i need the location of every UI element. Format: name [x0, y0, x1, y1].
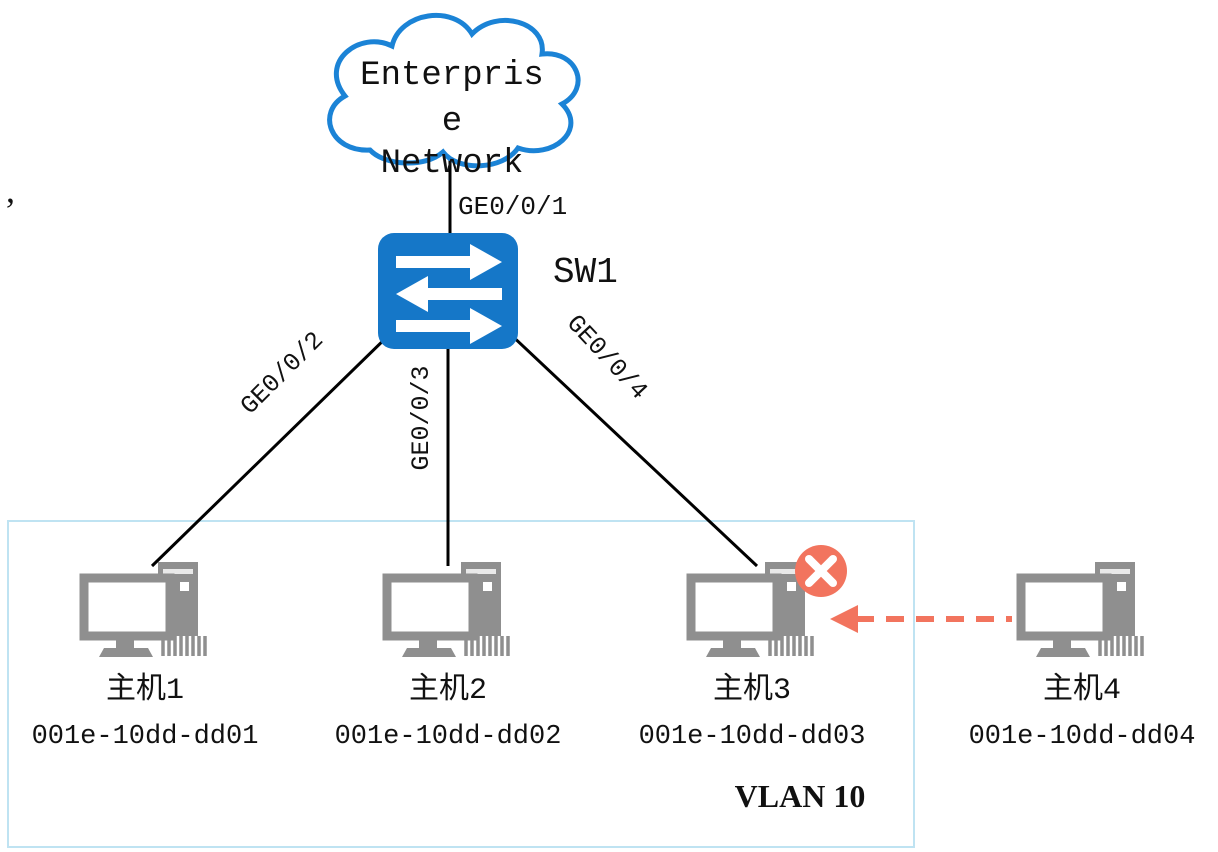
port-label-ge0-0-3: GE0/0/3 [407, 365, 436, 470]
cloud-shape [327, 12, 581, 169]
cloud-label-line1: Enterpris [360, 57, 544, 95]
switch-sw1 [378, 233, 518, 349]
blocked-traffic-arrow [830, 605, 1012, 633]
vlan-10-label: VLAN 10 [735, 778, 866, 814]
arrowhead [830, 605, 858, 633]
host1-name: 主机1 [106, 672, 184, 708]
link-switch-to-host1 [150, 330, 394, 568]
enterprise-network-cloud: Enterpris e Network [327, 12, 581, 183]
switch-label: SW1 [553, 252, 618, 293]
host4-computer-icon [1021, 562, 1142, 657]
switch-arrows-icon [396, 244, 502, 344]
link-switch-to-host3 [506, 330, 759, 568]
host2-name: 主机2 [409, 672, 487, 708]
stray-comma-text: , [6, 170, 15, 210]
host1-mac: 001e-10dd-dd01 [32, 722, 259, 752]
host-1: 主机1 001e-10dd-dd01 [32, 562, 259, 752]
host-3: 主机3 001e-10dd-dd03 [639, 562, 866, 752]
host3-computer-icon [691, 562, 812, 657]
host-2: 主机2 001e-10dd-dd02 [335, 562, 562, 752]
port-label-ge0-0-1: GE0/0/1 [458, 192, 567, 222]
host2-computer-icon [387, 562, 508, 657]
network-links [150, 160, 759, 568]
port-label-ge0-0-4: GE0/0/4 [560, 309, 653, 406]
host-4: 主机4 001e-10dd-dd04 [969, 562, 1196, 752]
host4-mac: 001e-10dd-dd04 [969, 722, 1196, 752]
host3-name: 主机3 [713, 672, 791, 708]
host1-computer-icon [84, 562, 205, 657]
cloud-label-line3: Network [381, 145, 524, 183]
vlan-10-boundary-box [7, 520, 915, 848]
host4-name: 主机4 [1043, 672, 1121, 708]
blocked-x-icon [795, 545, 847, 597]
host3-mac: 001e-10dd-dd03 [639, 722, 866, 752]
host2-mac: 001e-10dd-dd02 [335, 722, 562, 752]
cloud-label-line2: e [442, 103, 462, 141]
